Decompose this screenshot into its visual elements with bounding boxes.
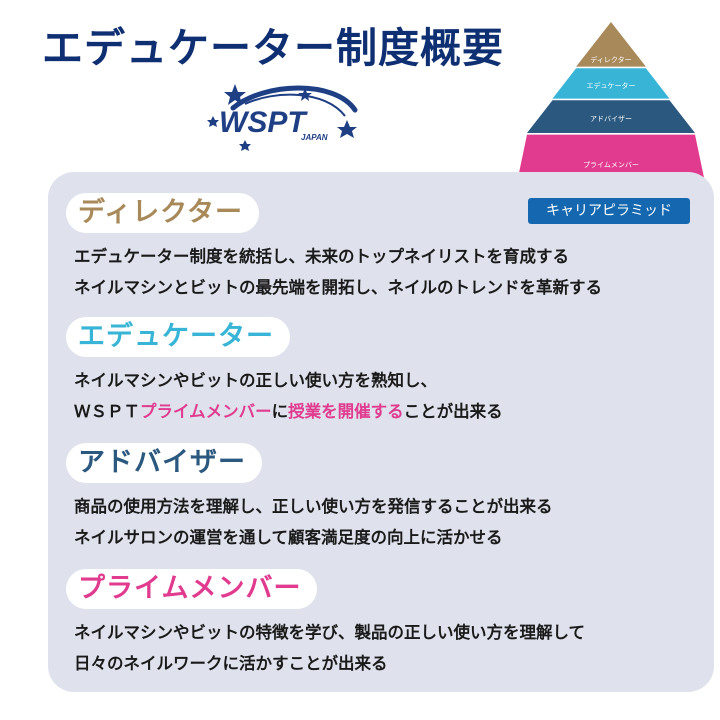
star-icon (298, 88, 312, 101)
text-can-do: ことが出来る (403, 402, 503, 421)
pyramid-level-educator (552, 68, 670, 99)
section-text: 商品の使用方法を理解し、正しい使い方を発信することが出来る (74, 497, 553, 516)
text-hold-class: 授業を開催する (288, 402, 404, 421)
section-text: ネイルマシンとビットの最先端を開拓し、ネイルのトレンドを革新する (74, 278, 602, 297)
section-prime-member: プライムメンバー ネイルマシンやビットの特徴を学び、製品の正しい使い方を理解して… (66, 569, 706, 679)
pyramid-level-advisor (527, 100, 695, 133)
pyramid-level-director (576, 22, 646, 67)
section-advisor: アドバイザー 商品の使用方法を理解し、正しい使い方を発信することが出来る ネイル… (66, 443, 706, 553)
section-heading: ディレクター (66, 193, 260, 233)
section-heading: アドバイザー (66, 443, 262, 483)
pyramid-caption: キャリアピラミッド (528, 198, 690, 224)
section-educator: エデュケーター ネイルマシンやビットの正しい使い方を熟知し、 ＷＳＰＴプライムメ… (66, 317, 706, 427)
section-text: ネイルマシンやビットの正しい使い方を熟知し、 (74, 371, 437, 390)
star-icon (239, 140, 251, 151)
svg-text:ディレクター: ディレクター (590, 55, 631, 64)
page-title: エデュケーター制度概要 (42, 24, 504, 72)
section-text: エデュケーター制度を統括し、未来のトップネイリストを育成する (74, 247, 569, 266)
section-text: ネイルマシンやビットの特徴を学び、製品の正しい使い方を理解して (74, 623, 586, 642)
section-heading: エデュケーター (66, 317, 290, 357)
svg-text:JAPAN: JAPAN (301, 133, 328, 142)
section-text: 日々のネイルワークに活かすことが出来る (74, 654, 388, 673)
svg-text:エデュケーター: エデュケーター (587, 81, 636, 90)
text-ni: に (271, 402, 289, 421)
svg-text:プライムメンバー: プライムメンバー (583, 161, 639, 169)
section-text: ネイルサロンの運営を通して顧客満足度の向上に活かせる (74, 528, 503, 547)
svg-text:WSPT: WSPT (219, 106, 308, 139)
career-pyramid: ディレクター エデュケーター アドバイザー プライムメンバー (515, 22, 707, 192)
text-wspt: ＷＳＰＴ (74, 402, 140, 421)
section-text: ＷＳＰＴプライムメンバーに授業を開催することが出来る (66, 396, 706, 427)
star-icon (207, 116, 219, 127)
svg-text:アドバイザー: アドバイザー (590, 115, 632, 123)
wspt-logo: WSPT JAPAN (207, 84, 358, 151)
star-icon (337, 120, 357, 138)
section-director: ディレクター エデュケーター制度を統括し、未来のトップネイリストを育成する ネイ… (66, 193, 706, 303)
text-prime-member: プライムメンバー (140, 402, 272, 421)
star-icon (224, 84, 246, 105)
section-heading: プライムメンバー (66, 569, 318, 609)
